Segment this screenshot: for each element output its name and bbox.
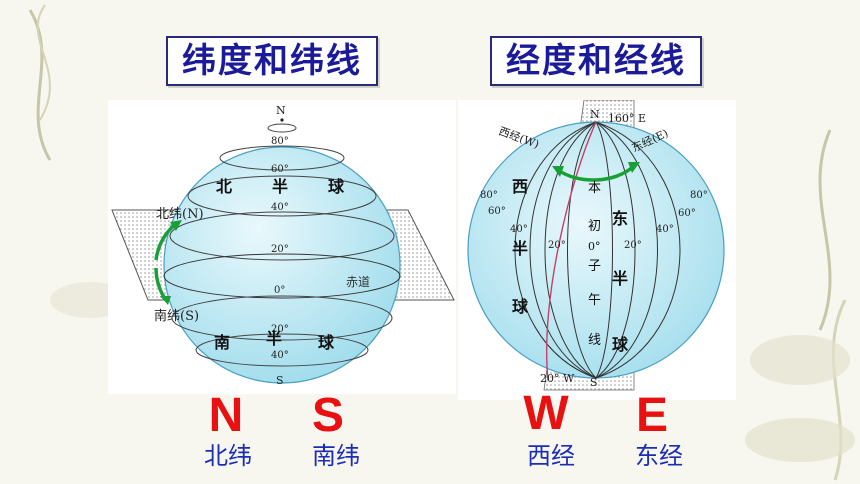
east-hemisphere-2: 半 xyxy=(612,269,628,288)
bottom-meridian-label: 20° W xyxy=(540,372,575,385)
arrow-head-east xyxy=(628,162,640,173)
meridian-e60 xyxy=(595,121,658,379)
parallel-40s xyxy=(195,333,369,367)
south-hemisphere-2: 半 xyxy=(266,329,282,348)
longitude-arc-arrow xyxy=(556,164,636,182)
meridian-w40 xyxy=(544,121,597,379)
prime-meridian-char-3: 0° xyxy=(588,240,601,253)
lat-label-80: 80° xyxy=(271,136,289,147)
meridian-e80 xyxy=(595,121,681,379)
letter-w: W xyxy=(523,387,569,440)
equator-degree: 0° xyxy=(274,285,285,296)
west-degree-40: 40° xyxy=(510,224,528,235)
latitude-title: 纬度和纬线 xyxy=(166,36,378,86)
east-hemisphere-1: 东 xyxy=(612,209,628,228)
west-hemisphere-2: 半 xyxy=(512,239,528,258)
prime-meridian-char-5: 午 xyxy=(588,293,601,308)
prime-meridian-line xyxy=(545,121,597,381)
longitude-title: 经度和经线 xyxy=(490,36,702,86)
equator-label: 赤道 xyxy=(346,275,370,289)
meridian-w60 xyxy=(529,121,597,379)
west-hemisphere-1: 西 xyxy=(512,177,528,196)
letter-e: E xyxy=(635,389,668,442)
pole-n-label: N xyxy=(276,104,286,117)
west-degree-20: 20° xyxy=(548,240,566,251)
parallel-20s xyxy=(171,295,393,341)
top-meridian-label: 160° E xyxy=(608,112,646,125)
pole-n-label: N xyxy=(590,108,600,121)
west-hemisphere-3: 球 xyxy=(512,297,529,316)
letter-n: N xyxy=(208,389,244,442)
parallel-40n xyxy=(187,175,377,217)
equator-line xyxy=(163,253,401,299)
latitude-globe: N 80° 60° 40° 20° 0° 20° 40° S 赤道 北纬(N) … xyxy=(111,104,455,387)
south-lat-label: 南纬(S) xyxy=(154,308,199,324)
meridian-e40 xyxy=(595,121,636,379)
arrow-head-west xyxy=(552,166,564,177)
north-hemisphere-3: 球 xyxy=(328,177,345,196)
north-pole-dot xyxy=(280,118,284,122)
south-arrow-head xyxy=(160,296,171,305)
longitude-globe: N 160° E 西经(W) 东经(E) 西 半 球 东 半 球 本 初 0° … xyxy=(467,99,725,391)
parallel-20n xyxy=(169,211,395,261)
south-hemisphere-3: 球 xyxy=(318,333,335,352)
north-lat-label: 北纬(N) xyxy=(156,207,204,222)
longitude-globe-panel: N 160° E 西经(W) 东经(E) 西 半 球 东 半 球 本 初 0° … xyxy=(458,99,736,400)
label-south-latitude: 南纬 xyxy=(312,442,360,470)
parallel-80n xyxy=(267,123,297,133)
globe-sphere xyxy=(163,146,401,384)
east-degree-40: 40° xyxy=(656,224,674,235)
north-hemisphere-1: 北 xyxy=(216,177,232,196)
north-arrow-head xyxy=(170,220,182,231)
lat-label-20s: 20° xyxy=(271,324,289,335)
prime-meridian-char-4: 子 xyxy=(588,259,601,274)
meridian-w80 xyxy=(514,121,597,379)
south-hemisphere-1: 南 xyxy=(214,333,230,352)
meridian-w20 xyxy=(567,121,597,379)
prime-meridian-char-1: 本 xyxy=(588,181,601,196)
lat-label-40: 40° xyxy=(271,202,289,213)
north-hemisphere-2: 半 xyxy=(272,177,288,196)
pole-s-label: S xyxy=(590,376,598,389)
parallel-60n xyxy=(219,145,345,171)
east-degree-20: 20° xyxy=(624,240,642,251)
prime-meridian-char-2: 初 xyxy=(588,219,601,234)
prime-meridian-char-6: 线 xyxy=(588,333,601,348)
lat-label-20: 20° xyxy=(271,244,289,255)
label-west-longitude: 西经 xyxy=(527,442,575,470)
west-degree-80: 80° xyxy=(480,190,498,201)
west-degree-60: 60° xyxy=(488,206,506,217)
latitude-globe-panel: N 80° 60° 40° 20° 0° 20° 40° S 赤道 北纬(N) … xyxy=(108,100,456,394)
lat-label-60: 60° xyxy=(271,164,289,175)
meridian-e20 xyxy=(595,121,613,379)
lat-label-40s: 40° xyxy=(271,350,289,361)
label-east-longitude: 东经 xyxy=(635,442,683,470)
east-degree-80: 80° xyxy=(690,190,708,201)
east-hemisphere-3: 球 xyxy=(612,335,629,354)
pole-s-label: S xyxy=(276,374,284,387)
letter-s: S xyxy=(311,389,344,442)
east-degree-60: 60° xyxy=(678,208,696,219)
label-north-latitude: 北纬 xyxy=(204,442,252,470)
